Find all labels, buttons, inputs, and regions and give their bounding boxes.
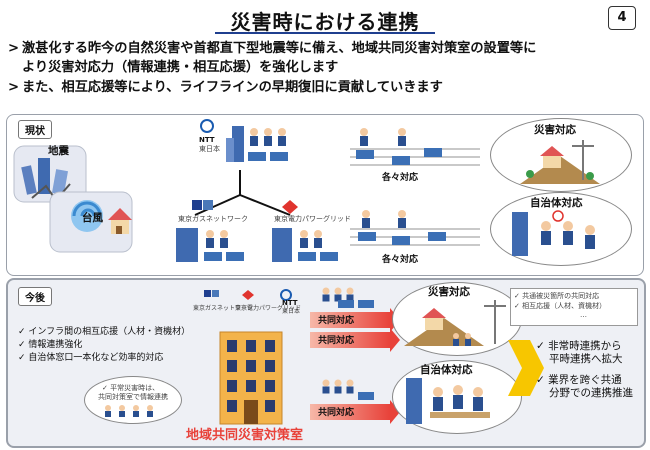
bullet-2: >また、相互応援等により、ライフラインの早期復旧に貢献していきます xyxy=(8,79,443,97)
landslide-illustration xyxy=(520,140,600,184)
future-landslide-illustration xyxy=(404,300,506,346)
bullet-1-line1: 激甚化する昨今の自然災害や首都直下型地震等に備え、地域共同災害対策室の設置等に xyxy=(22,41,537,56)
logo-ntt: NTT xyxy=(282,299,298,307)
chevron-right-icon: > xyxy=(8,80,20,95)
lane-line xyxy=(350,148,480,150)
check-icon: ✓ xyxy=(536,374,545,386)
outcome-1b: 平時連携へ拡大 xyxy=(549,353,623,365)
ntt-group-illustration xyxy=(200,119,288,162)
ntt-sub: 東日本 xyxy=(199,145,220,153)
logo-power: 東京電力パワーグリッド xyxy=(235,305,302,312)
ntt-name: NTT xyxy=(199,136,215,144)
current-disaster-response-label: 災害対応 xyxy=(534,124,576,136)
joint-team-illustration xyxy=(322,287,374,308)
each-response-illustration-2 xyxy=(358,210,446,245)
office-building xyxy=(219,331,283,425)
check-item-3: ✓ 自治体窓口一本化など効率的対応 xyxy=(18,352,163,365)
outcome-2b: 分野での連携推進 xyxy=(549,387,633,399)
joint-team-illustration-2 xyxy=(322,379,374,400)
lane-line xyxy=(350,156,480,158)
outcome-2a: 業界を跨ぐ共通 xyxy=(548,374,622,386)
chevron-right-icon: > xyxy=(8,41,20,56)
joint-response-arrow-1: 共同対応 xyxy=(310,308,400,332)
page-title: 災害時における連携 xyxy=(230,10,420,34)
current-tag: 現状 xyxy=(18,120,52,139)
future-disaster-response-label: 災害対応 xyxy=(428,286,470,298)
joint-response-3: 共同対応 xyxy=(318,408,355,418)
company-logos xyxy=(204,289,292,301)
check-icon: ✓ xyxy=(18,327,26,337)
connector-lines xyxy=(194,170,291,216)
joint-response-arrow-2: 共同対応 xyxy=(310,328,400,352)
outcome-1a: 非常時連携から xyxy=(548,340,622,352)
note-1-text: 共通被災箇所の共同対応 xyxy=(522,292,600,300)
note-1: ✓ 共通被災箇所の共同対応 xyxy=(514,292,600,300)
bubble-line2: 共同対策室で情報連携 xyxy=(98,393,168,401)
power-name: 東京電力パワーグリッド xyxy=(274,215,351,223)
check-icon: ✓ xyxy=(18,340,26,350)
bullet-1-line2: より災害対応力（情報連携・相互応援）を強化します xyxy=(22,60,339,75)
check-icon: ✓ xyxy=(536,340,545,352)
lane-line xyxy=(350,164,480,166)
note-2: ✓ 相互応援（人材、資機材） xyxy=(514,302,607,310)
future-local-gov-label: 自治体対応 xyxy=(420,364,473,376)
office-name: 地域共同災害対策室 xyxy=(186,428,304,443)
check-icon: ✓ xyxy=(18,353,26,363)
joint-response-arrow-3: 共同対応 xyxy=(310,400,400,424)
bullet-2-line1: また、相互応援等により、ライフラインの早期復旧に貢献していきます xyxy=(22,80,443,95)
note-2-text: 相互応援（人材、資機材） xyxy=(522,302,607,310)
check-text-2: 情報連携強化 xyxy=(28,340,83,350)
each-response-1: 各々対応 xyxy=(382,173,419,183)
future-local-gov-illustration xyxy=(406,378,490,424)
yellow-outcome-arrow xyxy=(508,340,544,396)
lane-line xyxy=(350,244,480,246)
logo-gas: 東京ガスネットワーク xyxy=(193,305,254,312)
typhoon-label: 台風 xyxy=(82,212,103,224)
title-underline xyxy=(215,32,435,34)
check-item-2: ✓ 情報連携強化 xyxy=(18,339,82,352)
earthquake-label: 地震 xyxy=(48,145,69,157)
bullet-1: >激甚化する昨今の自然災害や首都直下型地震等に備え、地域共同災害対策室の設置等に xyxy=(8,40,536,58)
future-tag: 今後 xyxy=(18,287,52,306)
outcome-1: ✓ 非常時連携から 平時連携へ拡大 xyxy=(536,340,623,366)
bubble-line1: ✓ 平常災害時は、 xyxy=(102,384,160,392)
gas-name: 東京ガスネットワーク xyxy=(178,215,248,223)
local-gov-illustration xyxy=(512,210,595,256)
note-3: … xyxy=(580,311,587,319)
current-local-gov-label: 自治体対応 xyxy=(530,197,583,209)
lane-line xyxy=(350,236,480,238)
each-response-2: 各々対応 xyxy=(382,255,419,265)
logo-ntt-sub: 東日本 xyxy=(282,308,301,315)
each-response-illustration-1 xyxy=(356,128,442,165)
gas-group-illustration xyxy=(176,200,244,262)
check-item-1: ✓ インフラ間の相互応援（人材・資機材） xyxy=(18,326,190,339)
page-number: 4 xyxy=(608,6,636,30)
natural-disaster-illustration xyxy=(13,145,133,253)
check-text-1: インフラ間の相互応援（人材・資機材） xyxy=(28,327,191,337)
bubble-text-1: 平常災害時は、 xyxy=(110,384,160,392)
lane-line xyxy=(350,228,480,230)
people-in-bubble xyxy=(105,405,153,417)
power-group-illustration xyxy=(272,200,338,262)
joint-response-2: 共同対応 xyxy=(318,336,355,346)
notes-box xyxy=(510,288,638,326)
joint-response-1: 共同対応 xyxy=(318,316,355,326)
outcome-2: ✓ 業界を跨ぐ共通 分野での連携推進 xyxy=(536,374,633,400)
check-text-3: 自治体窓口一本化など効率的対応 xyxy=(28,353,164,363)
